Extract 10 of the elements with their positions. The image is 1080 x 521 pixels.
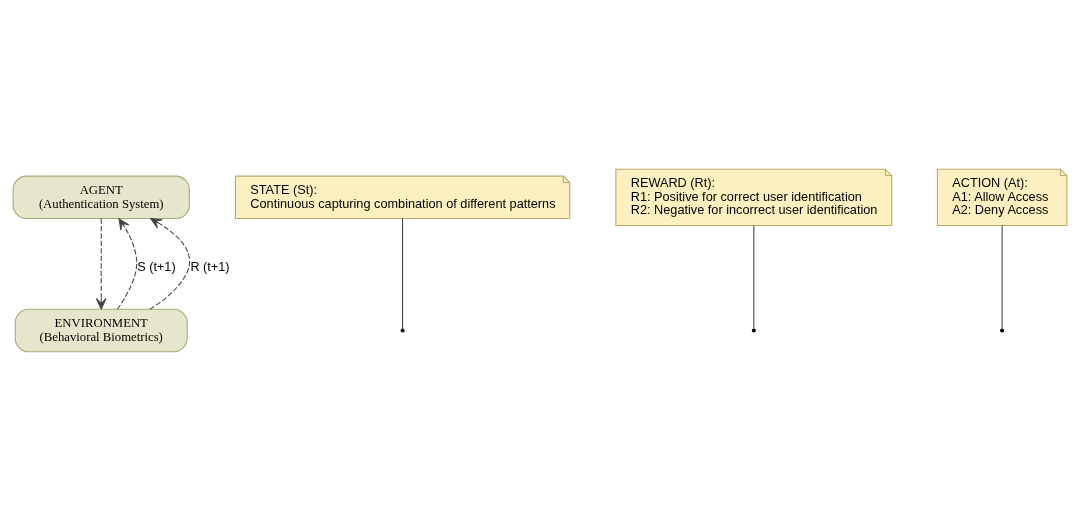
- arrow: [116, 218, 138, 310]
- connector: [753, 225, 755, 330]
- edge-label: R (t+1): [190, 258, 230, 274]
- node-box: AGENT (Authentication System): [12, 175, 190, 220]
- connector: [402, 218, 404, 330]
- arrow: [95, 218, 107, 310]
- connector: [1001, 225, 1003, 330]
- node-box: ENVIRONMENT (Behavioral Biometrics): [14, 308, 188, 353]
- edge-label: S (t+1): [137, 258, 176, 274]
- arrow: [149, 218, 191, 310]
